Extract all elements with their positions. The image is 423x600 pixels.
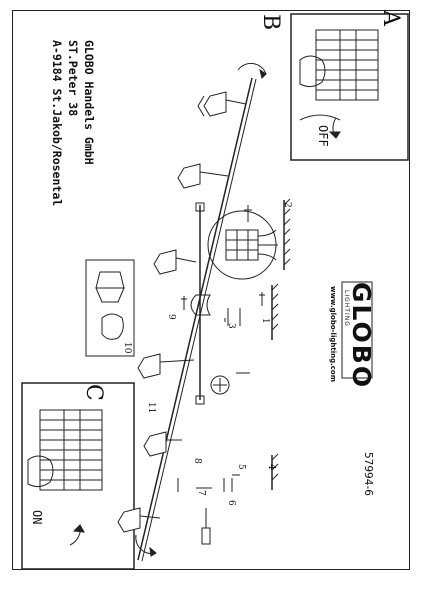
off-label: OFF — [316, 125, 330, 147]
step-number: 3 — [226, 323, 236, 329]
panel-b-letter: B — [258, 14, 283, 31]
step-number: 4 — [266, 464, 276, 470]
ceiling-hatch — [271, 198, 291, 490]
globo-logo — [341, 281, 373, 379]
brand-logo: GLOBO — [347, 282, 376, 390]
spot-lamp — [177, 163, 229, 189]
spot-lamp — [117, 507, 161, 533]
step-number: 8 — [192, 458, 202, 464]
step-number: 5 — [236, 464, 246, 470]
spot-lamp — [137, 353, 195, 379]
company-name: GLOBO Handels GmbH — [82, 40, 96, 165]
track-bar — [135, 62, 267, 562]
spot-lamp — [197, 91, 247, 117]
on-label: ON — [30, 510, 44, 525]
bulb-detail — [85, 259, 135, 357]
product-code: 57994-6 — [362, 452, 374, 496]
step-number: 7 — [196, 490, 206, 496]
company-street: ST.Peter 38 — [66, 40, 80, 117]
panel-a — [290, 13, 409, 161]
step-number: 11 — [146, 402, 156, 414]
step-number: 9 — [166, 314, 176, 320]
brand-url: www.globo-lighting.com — [329, 286, 337, 383]
spot-lamps — [117, 91, 247, 533]
company-city: A-9184 St.Jakob/Rosental — [50, 40, 64, 207]
panel-a-letter: A — [378, 10, 403, 26]
wiring-detail — [207, 205, 278, 280]
page-frame — [12, 10, 410, 570]
step-number: 1 — [260, 318, 270, 324]
spot-lamp — [153, 249, 197, 275]
step-number: 6 — [226, 500, 236, 506]
mounting-bar — [190, 202, 230, 405]
spot-lamp — [143, 431, 182, 457]
brand-tagline: LIGHTING — [343, 290, 350, 327]
fasteners — [177, 292, 265, 545]
panel-c-letter: C — [81, 384, 106, 401]
step-number: 10 — [122, 342, 132, 354]
panel-c — [21, 382, 135, 570]
step-number: 2 — [282, 202, 292, 208]
